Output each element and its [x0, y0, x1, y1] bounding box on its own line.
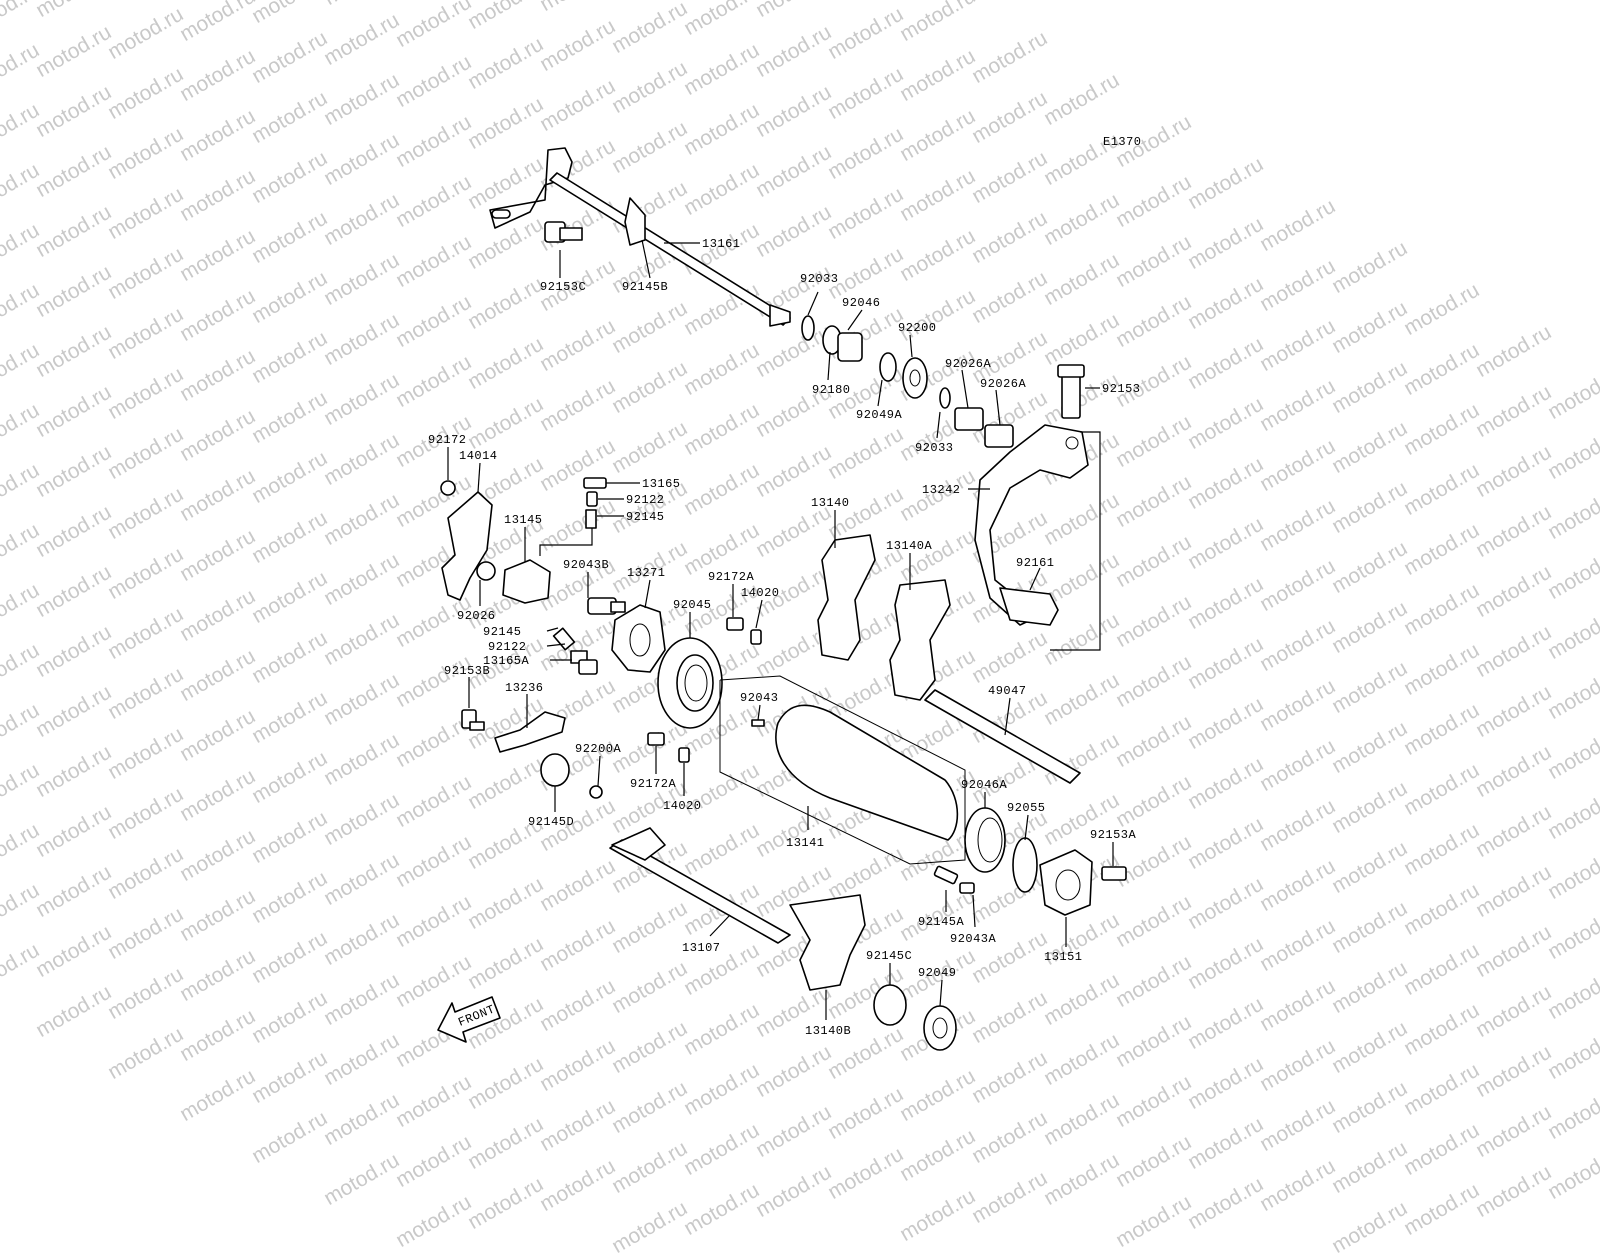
label-92055: 92055: [1007, 801, 1046, 815]
label-13107: 13107: [682, 941, 721, 955]
label-92180: 92180: [812, 383, 851, 397]
label-13165: 13165: [642, 477, 681, 491]
exploded-drawing: E1370: [428, 135, 1142, 1051]
label-92026a-b: 92026A: [980, 377, 1027, 391]
drum-cam: [611, 604, 666, 673]
label-92122-a: 92122: [626, 493, 665, 507]
label-92045: 92045: [673, 598, 712, 612]
label-92043a: 92043A: [950, 932, 997, 946]
label-92043b: 92043B: [563, 558, 609, 572]
label-92172a-b: 92172A: [630, 777, 677, 791]
label-13165a: 13165A: [483, 654, 530, 668]
label-92153b: 92153B: [444, 664, 490, 678]
shift-forks: [817, 534, 951, 701]
label-92026: 92026: [457, 609, 496, 623]
label-92200a: 92200A: [575, 742, 622, 756]
label-14020-b: 14020: [663, 799, 702, 813]
small-bolts: [647, 617, 762, 763]
drum-bearing: [657, 637, 723, 729]
label-92049a: 92049A: [856, 408, 903, 422]
label-13140b: 13140B: [805, 1024, 851, 1038]
label-13140a: 13140A: [886, 539, 933, 553]
label-92026a-a: 92026A: [945, 357, 992, 371]
label-49047: 49047: [988, 684, 1027, 698]
label-13271: 13271: [627, 566, 666, 580]
label-92172: 92172: [428, 433, 467, 447]
label-13161: 13161: [702, 237, 741, 251]
label-92033-b: 92033: [915, 441, 954, 455]
label-14014: 14014: [459, 449, 498, 463]
drum-bearing-right: [964, 807, 1038, 893]
shift-drum: [719, 675, 966, 865]
label-92161: 92161: [1016, 556, 1055, 570]
front-arrow: FRONT: [437, 996, 501, 1043]
spring-pin: [933, 865, 975, 894]
part-labels: 13161 92153C 92145B 92033 92046 92200 92…: [428, 237, 1141, 1038]
label-13141: 13141: [786, 836, 825, 850]
fork-shaft: [924, 689, 1081, 784]
label-92145a: 92145A: [918, 915, 965, 929]
label-13145: 13145: [504, 513, 543, 527]
label-92046a: 92046A: [961, 778, 1008, 792]
label-92122-b: 92122: [488, 640, 527, 654]
label-92145-b: 92145: [483, 625, 522, 639]
fork-rod: [609, 827, 957, 1051]
label-92153c: 92153C: [540, 280, 586, 294]
shift-lever-assembly: [440, 477, 626, 675]
watermark-text: motod.ru: [1328, 1196, 1412, 1258]
label-13236: 13236: [505, 681, 544, 695]
label-13140: 13140: [811, 496, 850, 510]
label-14020-a: 14020: [741, 586, 780, 600]
label-92153: 92153: [1102, 382, 1141, 396]
label-92046: 92046: [842, 296, 881, 310]
stopper-lever: [461, 709, 603, 799]
label-92145c: 92145C: [866, 949, 912, 963]
drum-holder: [1039, 849, 1127, 916]
label-13242: 13242: [922, 483, 961, 497]
label-92145-a: 92145: [626, 510, 665, 524]
label-92153a: 92153A: [1090, 828, 1137, 842]
label-92145d: 92145D: [528, 815, 574, 829]
label-92033-a: 92033: [800, 272, 839, 286]
bolt-92153c: [544, 221, 583, 243]
watermark-text: motod.ru: [608, 1196, 692, 1258]
label-92049: 92049: [918, 966, 957, 980]
label-13151: 13151: [1044, 950, 1083, 964]
label-92043: 92043: [740, 691, 779, 705]
label-92200: 92200: [898, 321, 937, 335]
shaft-washers: [801, 315, 1014, 448]
label-92145b: 92145B: [622, 280, 668, 294]
shift-shaft: [489, 147, 791, 327]
diagram-code: E1370: [1103, 135, 1142, 149]
shift-pedal: [974, 364, 1101, 651]
label-92172a-a: 92172A: [708, 570, 755, 584]
